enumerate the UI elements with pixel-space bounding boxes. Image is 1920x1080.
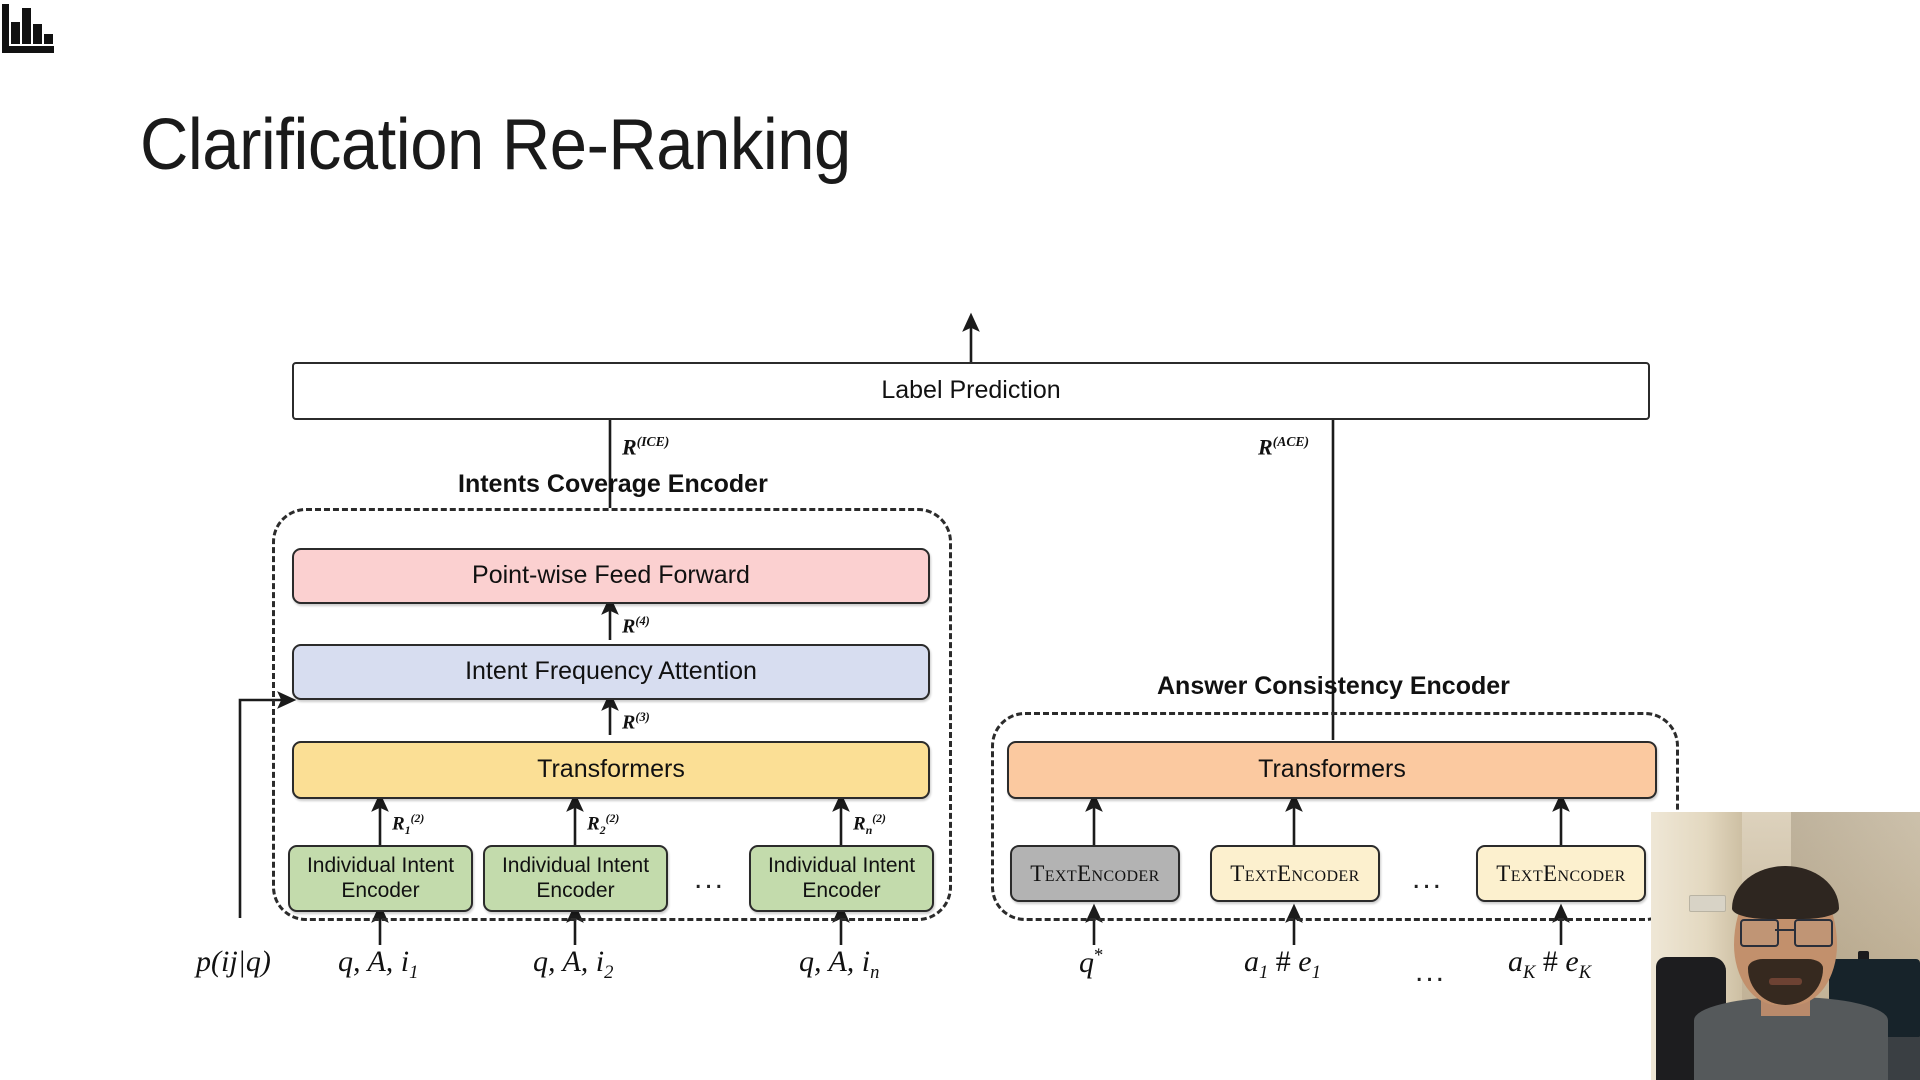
ice-input-3-base: q, A, i: [799, 945, 871, 978]
ice-input-3: q, A, in: [799, 945, 879, 984]
intents-coverage-encoder-group: [272, 508, 952, 921]
r2-n-sup: (2): [872, 812, 886, 825]
ice-input-3-sub: n: [870, 962, 880, 983]
r2-2-sup: (2): [605, 812, 620, 825]
r-ice-sup: (ICE): [636, 434, 670, 449]
individual-intent-encoder-ellipsis: ...: [694, 862, 726, 895]
label-prediction-box[interactable]: Label Prediction: [292, 362, 1650, 420]
ice-input-2: q, A, i2: [533, 945, 613, 984]
ice-transformers-label: Transformers: [537, 755, 685, 784]
ice-transformers-box[interactable]: Transformers: [292, 741, 930, 799]
ace-transformers-label: Transformers: [1258, 755, 1406, 784]
individual-intent-encoder-3-label: Individual Intent Encoder: [767, 853, 916, 902]
text-encoder-ellipsis: ...: [1412, 862, 1444, 895]
webcam-light-switch: [1688, 895, 1726, 912]
r-ace-base: R: [1258, 434, 1273, 460]
intents-coverage-encoder-title: Intents Coverage Encoder: [458, 470, 768, 498]
ice-input-2-base: q, A, i: [533, 945, 605, 978]
webcam-monitor-stand: [1858, 951, 1869, 965]
text-encoder-2[interactable]: TextEncoder: [1210, 845, 1380, 902]
ice-input-1: q, A, i1: [338, 945, 418, 984]
individual-intent-encoder-3[interactable]: Individual Intent Encoder: [749, 845, 934, 912]
ace-transformers-box[interactable]: Transformers: [1007, 741, 1657, 799]
edge-label-r2-1: R1(2): [392, 812, 424, 838]
ace-input-3: aK # eK: [1508, 945, 1591, 984]
ace-input-3-sub2: K: [1578, 962, 1592, 983]
label-prediction-text: Label Prediction: [881, 376, 1061, 405]
ace-input-1: q*: [1079, 945, 1103, 980]
individual-intent-encoder-2[interactable]: Individual Intent Encoder: [483, 845, 668, 912]
edge-label-r-ace: R(ACE): [1258, 434, 1309, 460]
text-encoder-3[interactable]: TextEncoder: [1476, 845, 1646, 902]
r2-1-sup: (2): [410, 812, 425, 825]
edge-label-r4: R(4): [622, 614, 650, 639]
ace-input-2-base2: e: [1298, 945, 1312, 978]
r3-base: R: [622, 711, 636, 734]
webcam-glasses-bridge: [1774, 928, 1794, 932]
text-encoder-1-label: TextEncoder: [1030, 860, 1160, 886]
point-wise-feed-forward-box[interactable]: Point-wise Feed Forward: [292, 548, 930, 604]
r3-sup: (3): [635, 710, 650, 724]
r2-n-base: R: [853, 813, 866, 835]
presenter-webcam-overlay[interactable]: [1651, 812, 1920, 1080]
edge-label-r2-2: R2(2): [587, 812, 619, 838]
webcam-glasses-right-lens: [1793, 919, 1833, 948]
intent-frequency-attention-label: Intent Frequency Attention: [465, 657, 757, 686]
text-encoder-1[interactable]: TextEncoder: [1010, 845, 1180, 902]
webcam-person-mouth: [1769, 978, 1802, 985]
ace-input-ellipsis: ...: [1415, 955, 1447, 988]
ace-input-2-base: a: [1244, 945, 1259, 978]
ace-input-3-base2: e: [1565, 945, 1579, 978]
bar-chart-icon: [2, 4, 54, 53]
individual-intent-encoder-2-label: Individual Intent Encoder: [501, 853, 650, 902]
ace-input-1-base: q: [1079, 946, 1094, 979]
r4-sup: (4): [635, 614, 650, 628]
edge-label-r3: R(3): [622, 710, 650, 735]
ace-input-2-sub2: 1: [1311, 962, 1321, 983]
text-encoder-2-label: TextEncoder: [1230, 860, 1360, 886]
individual-intent-encoder-1[interactable]: Individual Intent Encoder: [288, 845, 473, 912]
r2-n-sub: n: [865, 824, 873, 838]
ace-input-2-hash: #: [1268, 945, 1299, 978]
ace-input-1-sup: *: [1094, 945, 1104, 966]
r2-1-sub: 1: [404, 824, 411, 838]
text-encoder-3-label: TextEncoder: [1496, 860, 1626, 886]
ice-input-2-sub: 2: [604, 962, 614, 983]
answer-consistency-encoder-title: Answer Consistency Encoder: [1157, 672, 1510, 700]
ace-input-2: a1 # e1: [1244, 945, 1321, 984]
ice-input-1-base: q, A, i: [338, 945, 410, 978]
ace-input-3-hash: #: [1535, 945, 1566, 978]
r-ace-sup: (ACE): [1272, 434, 1310, 449]
ace-input-3-sub: K: [1523, 962, 1536, 983]
individual-intent-encoder-1-label: Individual Intent Encoder: [306, 853, 455, 902]
edge-label-r2-n: Rn(2): [853, 812, 886, 838]
webcam-glasses-left-lens: [1739, 919, 1779, 948]
r4-base: R: [622, 615, 636, 638]
frequency-input-text: p(ij|q): [196, 945, 271, 978]
r-ice-base: R: [622, 434, 637, 460]
ace-input-2-sub: 1: [1259, 962, 1269, 983]
r2-2-sub: 2: [599, 824, 606, 838]
r2-1-base: R: [392, 813, 405, 835]
point-wise-feed-forward-label: Point-wise Feed Forward: [472, 561, 750, 590]
ace-input-3-base: a: [1508, 945, 1523, 978]
edge-label-r-ice: R(ICE): [622, 434, 669, 460]
ice-input-1-sub: 1: [409, 962, 419, 983]
r2-2-base: R: [587, 813, 600, 835]
intent-frequency-attention-box[interactable]: Intent Frequency Attention: [292, 644, 930, 700]
frequency-input-label: p(ij|q): [196, 945, 271, 979]
page-title: Clarification Re-Ranking: [140, 105, 851, 185]
